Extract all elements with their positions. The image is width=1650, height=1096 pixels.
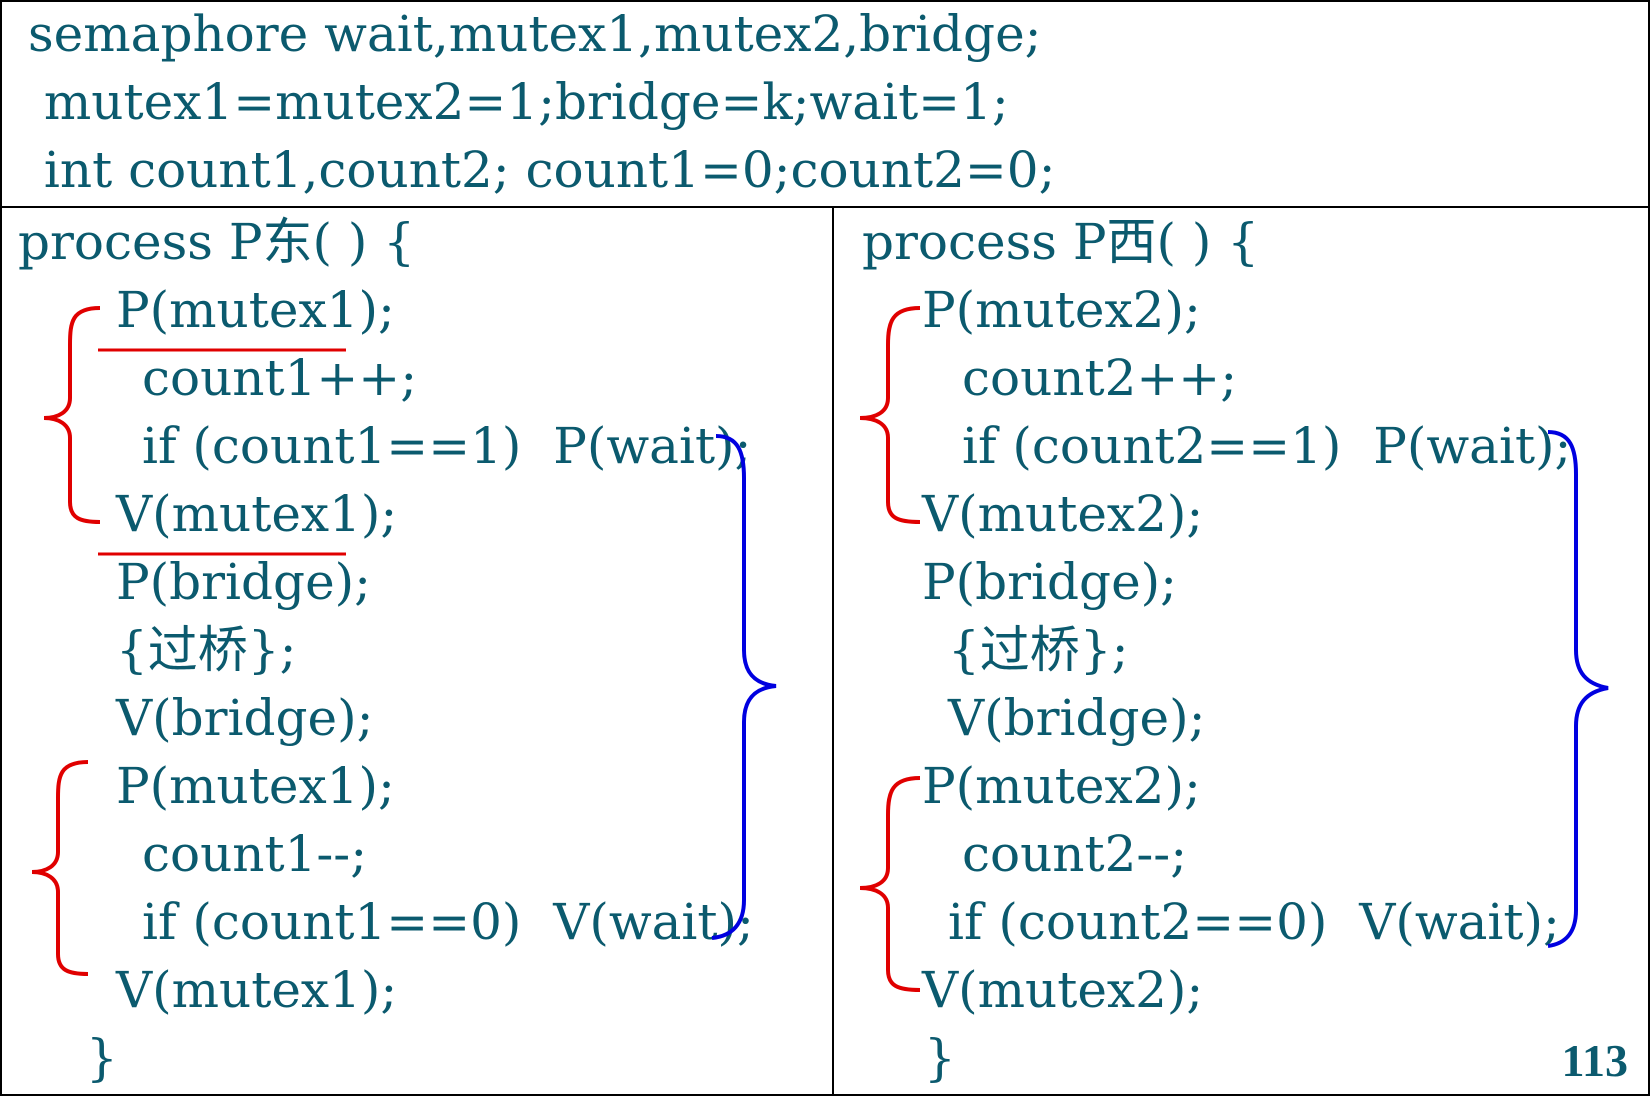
left-code-line: count1--; (142, 825, 368, 883)
page-number: 113 (1561, 1035, 1628, 1086)
right-code-line: if (count2==0) V(wait); (948, 893, 1560, 951)
right-code-line: count2++; (962, 349, 1238, 407)
left-code-line: P(mutex1); (116, 757, 395, 815)
left-code-line: V(bridge); (116, 689, 374, 747)
right-code-line: count2--; (962, 825, 1188, 883)
left-code-line: if (count1==1) P(wait); (142, 417, 752, 475)
right-closing-brace: } (924, 1029, 956, 1087)
right-code-box (832, 206, 1650, 1096)
left-process-title: process P东( ) { (18, 213, 416, 271)
left-code-line: if (count1==0) V(wait); (142, 893, 754, 951)
right-code-line: V(bridge); (948, 689, 1206, 747)
left-code-line: count1++; (142, 349, 418, 407)
right-code-line: P(bridge); (922, 553, 1178, 611)
header-line-init: mutex1=mutex2=1;bridge=k;wait=1; (28, 73, 1009, 131)
left-code-line: V(mutex1); (116, 961, 398, 1019)
left-closing-brace: } (86, 1029, 118, 1087)
header-line-count: int count1,count2; count1=0;count2=0; (28, 141, 1056, 199)
right-code-line: {过桥}; (948, 621, 1129, 679)
header-line-semaphore: semaphore wait,mutex1,mutex2,bridge; (28, 5, 1042, 63)
right-code-line: P(mutex2); (922, 757, 1201, 815)
left-code-line: P(mutex1); (116, 281, 395, 339)
right-code-line: P(mutex2); (922, 281, 1201, 339)
right-code-line: if (count2==1) P(wait); (962, 417, 1572, 475)
left-code-line: V(mutex1); (116, 485, 398, 543)
left-code-line: P(bridge); (116, 553, 372, 611)
left-code-line: {过桥}; (116, 621, 297, 679)
right-code-line: V(mutex2); (922, 485, 1204, 543)
right-code-line: V(mutex2); (922, 961, 1204, 1019)
right-process-title: process P西( ) { (862, 213, 1260, 271)
